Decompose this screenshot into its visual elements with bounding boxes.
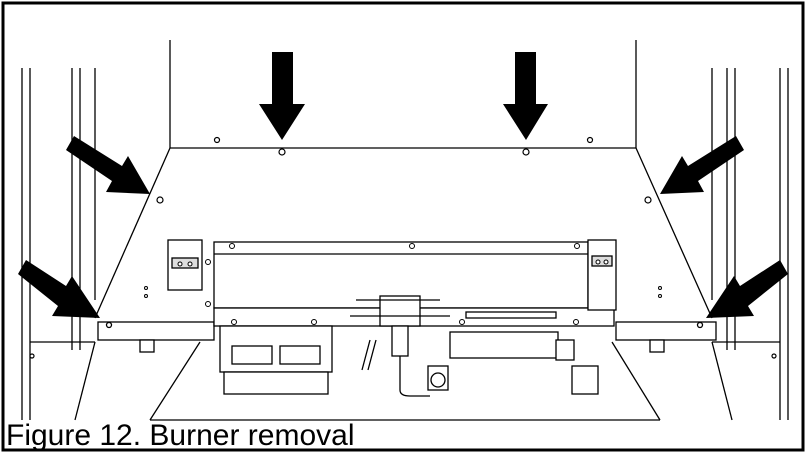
- arrow-upper-right-icon: [660, 136, 744, 194]
- removal-arrows: [18, 52, 788, 318]
- burner-screws: [144, 243, 662, 325]
- arrow-top-left-icon: [259, 52, 305, 140]
- arrow-lower-right-icon: [706, 260, 788, 318]
- arrow-upper-left-icon: [66, 136, 150, 194]
- figure-caption: Figure 12. Burner removal: [6, 419, 355, 452]
- burner-assembly: [167, 239, 617, 397]
- mounting-screws: [29, 136, 777, 359]
- arrow-lower-left-icon: [18, 260, 100, 318]
- arrow-top-right-icon: [503, 52, 548, 140]
- side-rails: [97, 321, 717, 353]
